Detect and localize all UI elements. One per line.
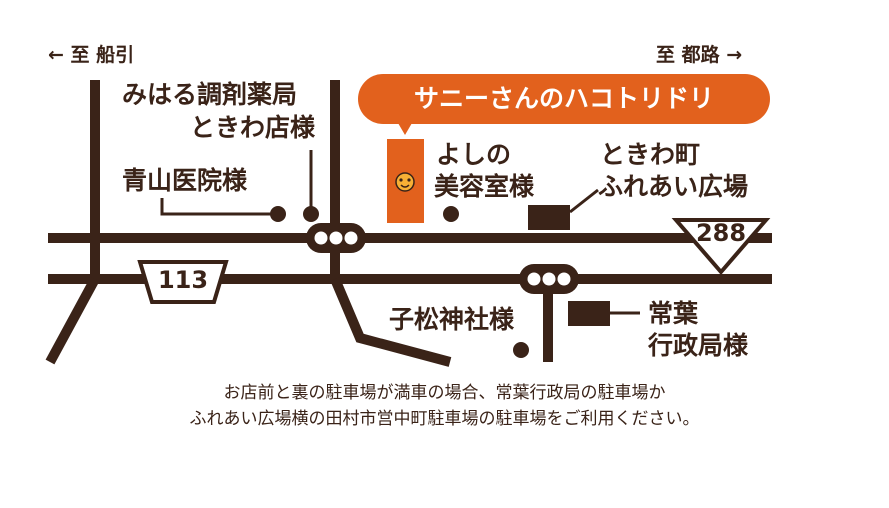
sunny-mascot-icon	[395, 172, 415, 192]
plaza-leader	[569, 188, 599, 214]
parking-note-line-2: ふれあい広場横の田村市営中町駐車場の駐車場をご利用ください。	[189, 409, 700, 429]
traffic-signal-upper	[306, 223, 366, 253]
route-113-shield	[137, 260, 229, 304]
traffic-signal-lower	[519, 264, 579, 294]
road-center-diagonal	[330, 277, 452, 367]
route-288-label: 288	[695, 219, 747, 247]
pharmacy-label-1: みはる調剤薬局	[122, 80, 298, 109]
clinic-label: 青山医院様	[122, 166, 248, 195]
route-288-shield	[671, 218, 771, 276]
route-113-label: 113	[157, 266, 209, 294]
pharmacy-label-2: ときわ店様	[190, 113, 316, 142]
parking-note: お店前と裏の駐車場が満車の場合、常葉行政局の駐車場か ふれあい広場横の田村市営中…	[0, 380, 889, 432]
clinic-dot	[270, 206, 286, 222]
salon-label-2: 美容室様	[434, 172, 535, 201]
salon-dot	[443, 206, 459, 222]
office-label-1: 常葉	[648, 299, 699, 328]
direction-right: 至 都路 →	[656, 44, 743, 66]
office-building	[568, 301, 610, 326]
pharmacy-dot	[303, 206, 319, 222]
direction-left: ← 至 船引	[48, 44, 135, 66]
road-west-diagonal	[45, 276, 100, 365]
store-name-banner: サニーさんのハコトリドリ	[358, 74, 770, 135]
clinic-leader	[160, 198, 278, 216]
plaza-building	[528, 205, 570, 230]
parking-note-line-1: お店前と裏の駐車場が満車の場合、常葉行政局の駐車場か	[223, 383, 666, 403]
plaza-label-1: ときわ町	[600, 140, 701, 169]
shrine-label: 子松神社様	[389, 305, 515, 334]
office-label-2: 行政局様	[648, 331, 749, 360]
salon-label-1: よしの	[436, 140, 512, 169]
plaza-label-2: ふれあい広場	[598, 172, 749, 201]
shrine-dot	[513, 342, 529, 358]
